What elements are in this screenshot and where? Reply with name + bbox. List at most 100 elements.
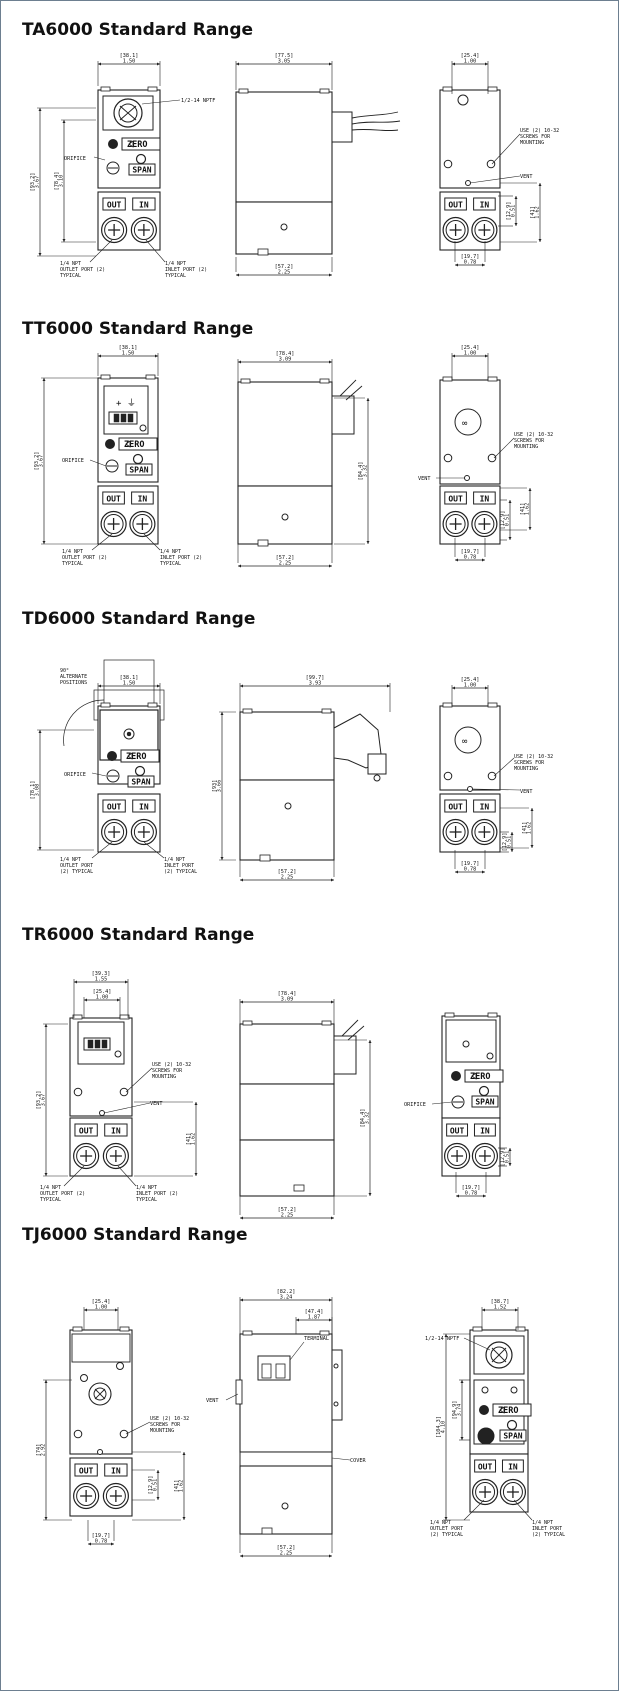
dimension-in-label: 1.00 <box>464 59 477 65</box>
dimension-in-label: 0.51 <box>505 514 511 527</box>
in-port-label: IN <box>138 495 148 504</box>
top-tab <box>145 374 156 380</box>
dimension-mm-label: [57.2] <box>278 1207 297 1213</box>
dimension-arrowhead <box>329 1554 332 1558</box>
dimension-arrowhead <box>44 1380 48 1383</box>
out-port-label: OUT <box>79 1127 94 1136</box>
section-title-ta6000: TA6000 Standard Range <box>22 20 254 40</box>
cover-note: COVER <box>350 1458 366 1464</box>
leader-line <box>225 1393 239 1401</box>
top-tab <box>442 702 453 708</box>
mounting-screw-icon <box>487 453 497 463</box>
dimension-arrowhead <box>460 1380 464 1383</box>
dimension-arrowhead <box>156 1497 160 1500</box>
tt-side-connector-edge <box>339 379 357 397</box>
inlet-port-note: INLET PORT (2) <box>165 267 207 273</box>
dimension-arrowhead <box>366 398 370 401</box>
inlet-port-note: (2) TYPICAL <box>164 869 197 875</box>
dimension-arrowhead <box>538 183 542 186</box>
tr-side-middle <box>239 1083 335 1141</box>
dimension-arrowhead <box>38 847 42 850</box>
dimension-arrowhead <box>368 1040 372 1043</box>
dimension-in-label: 0.51 <box>511 205 517 218</box>
dimension-arrowhead <box>238 360 241 364</box>
dimension-mm-label: [94.9] <box>452 1401 458 1420</box>
top-tab <box>319 1330 330 1336</box>
tj-flange-hole <box>333 1401 339 1407</box>
zero-label: ZERO <box>470 1072 490 1082</box>
dimension-arrowhead <box>510 832 514 835</box>
out-label-box <box>444 197 467 211</box>
dimension-in-label: 1.62 <box>179 1480 185 1493</box>
dimension-in-label: 3.24 <box>280 1295 293 1301</box>
tr-side-upper <box>239 1023 335 1085</box>
dimension-mm-label: [78.1] <box>30 781 36 800</box>
dimension-in-label: 0.78 <box>464 867 477 873</box>
orifice-note: ORIFICE <box>404 1102 426 1108</box>
outlet-port-note: 1/4 NPT <box>60 261 81 267</box>
dimension-arrowhead <box>331 878 334 882</box>
dimension-mm-label: [57.2] <box>278 869 297 875</box>
zero-arrow-icon <box>499 1406 505 1414</box>
dimension-arrowhead <box>528 488 532 491</box>
dimension-in-label: 0.78 <box>95 1539 108 1545</box>
dimension-arrowhead <box>329 1298 332 1302</box>
mounting-screws-note: SCREWS FOR <box>514 760 545 766</box>
dimension-mm-label: [41] <box>174 1480 180 1493</box>
dimension-arrowhead <box>220 712 224 715</box>
inlet-port-note: INLET PORT <box>164 863 194 869</box>
dimension-mm-label: [93.2] <box>30 173 36 192</box>
side-hole <box>280 223 288 231</box>
mounting-screws-note: USE (2) 10-32 <box>520 128 559 134</box>
dimension-arrowhead <box>220 857 224 860</box>
dimension-arrowhead <box>366 541 370 544</box>
dimension-arrowhead <box>508 1163 512 1166</box>
mounting-screw-icon <box>73 1087 83 1097</box>
in-port-label: IN <box>111 1467 121 1476</box>
vent-note: VENT <box>520 789 533 795</box>
leader-line <box>91 772 107 777</box>
dimension-arrowhead <box>329 564 332 568</box>
zero-label-box <box>118 437 158 451</box>
top-tab <box>442 86 453 92</box>
in-label-box <box>473 1123 496 1137</box>
dimension-mm-label: [93] <box>212 780 218 793</box>
dimension-mm-label: [25.4] <box>93 989 112 995</box>
inlet-port-note: 1/4 NPT <box>160 549 181 555</box>
zero-label-box <box>121 137 161 151</box>
dimension-arrowhead <box>296 1318 299 1322</box>
dimension-arrowhead <box>117 998 120 1002</box>
dimension-mm-label: [41] <box>186 1133 192 1146</box>
ta-side-cable-housing <box>331 111 353 143</box>
dimension-in-label: 3.08 <box>35 784 41 797</box>
out-label-box <box>74 1123 98 1137</box>
ta-cable-wires <box>351 111 401 132</box>
dimension-arrowhead <box>194 1102 198 1105</box>
mounting-screw-icon <box>486 159 496 169</box>
dimension-mm-label: [12.9] <box>506 202 512 221</box>
mounting-screws-note: MOUNTING <box>520 140 544 146</box>
top-tab <box>487 1012 498 1018</box>
dimension-arrowhead <box>238 564 241 568</box>
dimension-mm-label: [99.7] <box>306 675 325 681</box>
dimension-arrowhead <box>482 558 485 562</box>
dimension-in-label: 2.25 <box>281 1213 294 1219</box>
dimension-in-label: 3.74 <box>457 1404 463 1417</box>
span-label: SPAN <box>131 778 150 787</box>
dimension-arrowhead <box>508 537 512 540</box>
outlet-port-note: (2) TYPICAL <box>430 1532 463 1538</box>
dimension-arrowhead <box>111 1542 114 1546</box>
rear-top-hole <box>457 94 469 106</box>
dimension-mm-label: [82.2] <box>277 1289 296 1295</box>
tr-side-connector <box>333 1035 357 1075</box>
outlet-port-note: OUTLET PORT <box>430 1526 463 1532</box>
mounting-screws-note: MOUNTING <box>514 444 538 450</box>
outlet-port-note: 1/4 NPT <box>430 1520 451 1526</box>
outlet-port-note: TYPICAL <box>40 1197 61 1203</box>
span-label: SPAN <box>503 1432 522 1441</box>
td-side-upper <box>239 711 335 781</box>
mounting-screw-icon <box>119 1087 129 1097</box>
tj-terminal-pin <box>275 1363 286 1379</box>
dimension-mm-label: [12.9] <box>502 833 508 852</box>
top-tab <box>240 378 251 384</box>
